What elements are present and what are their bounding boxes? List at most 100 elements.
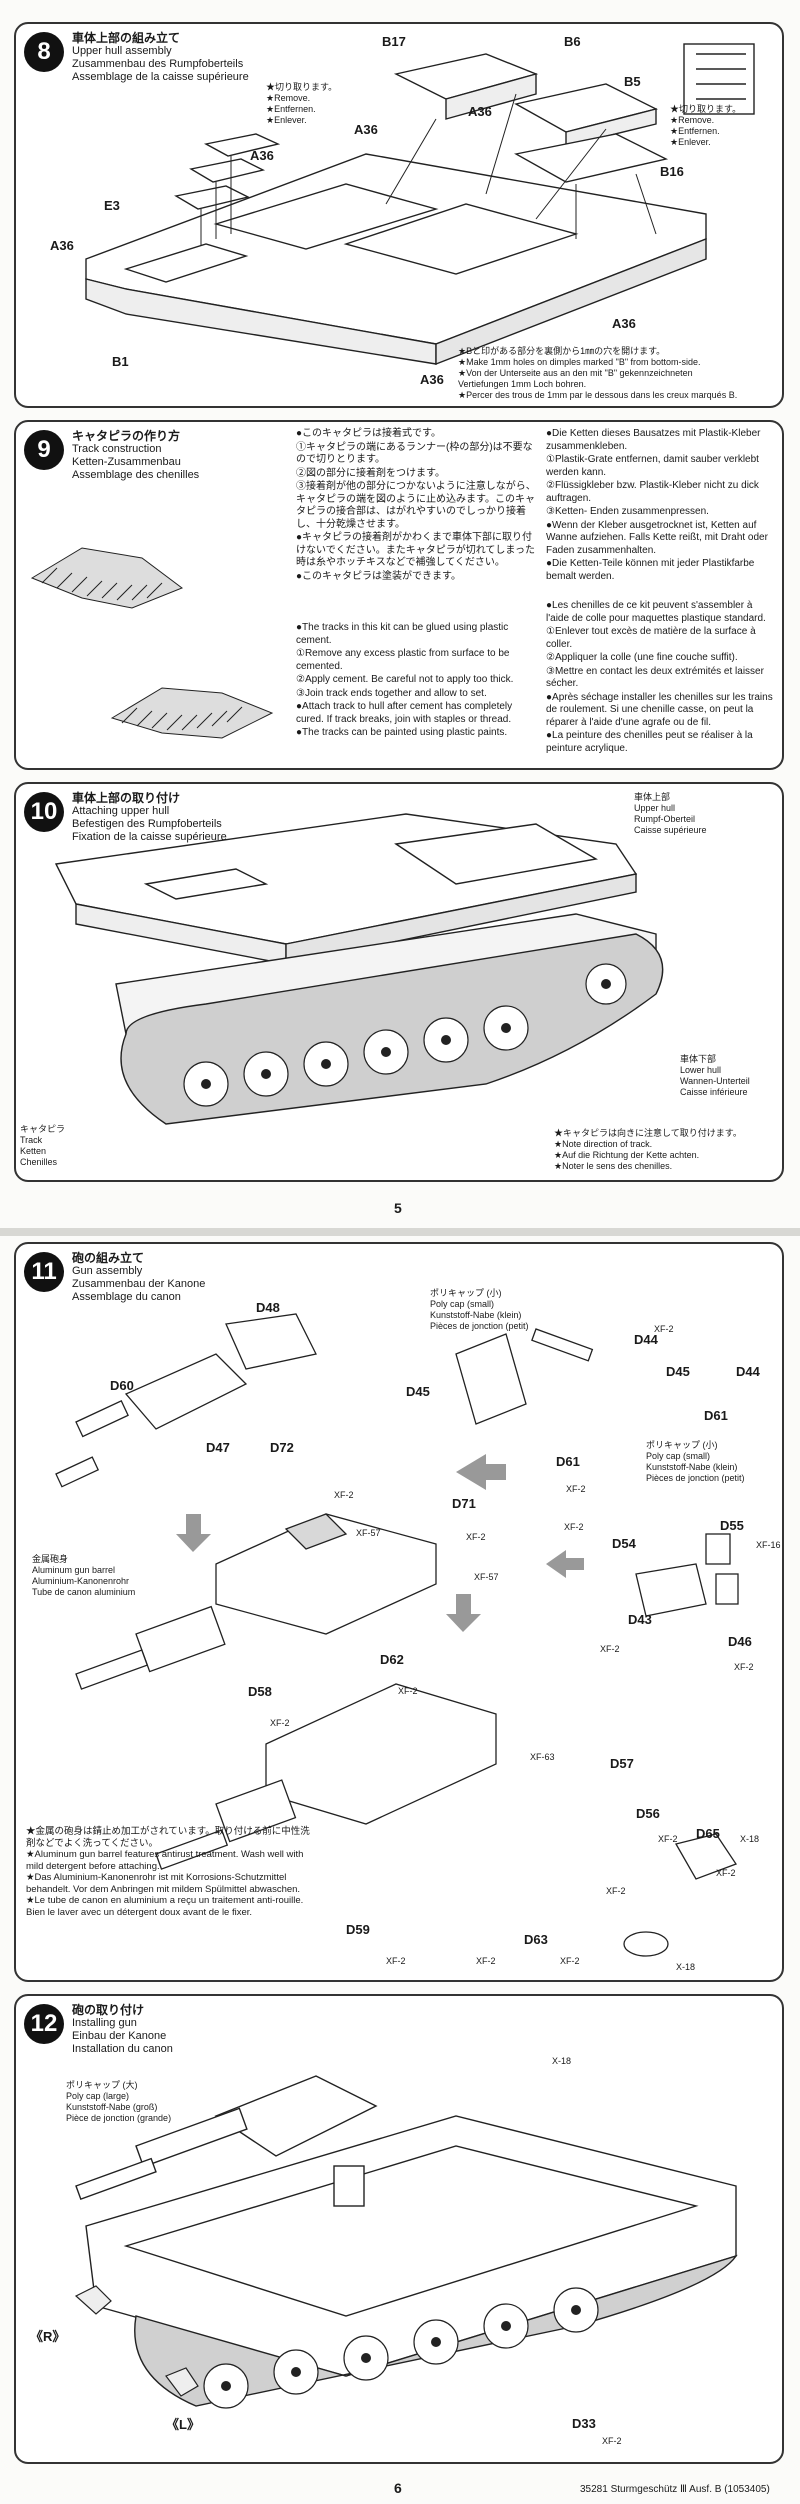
kit-footer: 35281 Sturmgeschütz Ⅲ Ausf. B (1053405) [580, 2484, 770, 2495]
step-12-titles: 砲の取り付け Installing gun Einbau der Kanone … [72, 2004, 173, 2056]
step-12-title-en: Installing gun [72, 2017, 137, 2029]
part-label-d48: D48 [256, 1300, 280, 1315]
part-label-e3: E3 [104, 198, 120, 213]
part-label-d59: D59 [346, 1922, 370, 1937]
paint-xf2-8: XF-2 [398, 1686, 418, 1696]
gun-assembly-drawing [55, 1313, 739, 1957]
step-8-panel: 8 車体上部の組み立て Upper hull assembly Zusammen… [14, 22, 784, 408]
part-label-d61: D61 [556, 1454, 580, 1469]
gun-installation-drawing [74, 2075, 738, 2409]
page-6: 11 砲の組み立て Gun assembly Zusammenbau der K… [0, 1236, 800, 2504]
part-label-a36-6: A36 [420, 372, 444, 387]
page-5: 8 車体上部の組み立て Upper hull assembly Zusammen… [0, 0, 800, 1228]
step-8-titles: 車体上部の組み立て Upper hull assembly Zusammenba… [72, 32, 249, 84]
step-9-text-english: ●The tracks in this kit can be glued usi… [296, 622, 514, 738]
step-9-title-de: Ketten-Zusammenbau [72, 456, 181, 468]
lower-hull-label: 車体下部 Lower hull Wannen-Unterteil Caisse … [680, 1054, 750, 1097]
paint-xf57-2: XF-57 [474, 1572, 499, 1582]
step-8-title-en: Upper hull assembly [72, 45, 172, 57]
part-label-d47: D47 [206, 1440, 230, 1455]
part-label-d54: D54 [612, 1536, 636, 1551]
paint-xf2-5: XF-2 [564, 1522, 584, 1532]
step-10-title-fr: Fixation de la caisse supérieure [72, 831, 227, 843]
step-9-title-jp: キャタピラの作り方 [72, 429, 181, 443]
paint-x18-step12: X-18 [552, 2056, 572, 2066]
step-12-title-fr: Installation du canon [72, 2043, 173, 2055]
part-label-d44: D44 [634, 1332, 658, 1347]
paint-xf2-7: XF-2 [734, 1662, 754, 1672]
paint-xf2-6: XF-2 [600, 1644, 620, 1654]
part-label-d55: D55 [720, 1518, 744, 1533]
step-8-title-jp: 車体上部の組み立て [72, 31, 181, 45]
step-10-badge: 10 [24, 792, 64, 832]
step-10-title-en: Attaching upper hull [72, 805, 170, 817]
upper-hull-exploded-drawing [85, 43, 755, 366]
step-11-title-fr: Assemblage du canon [72, 1291, 181, 1303]
step-11-title-de: Zusammenbau der Kanone [72, 1278, 206, 1290]
part-label-b17: B17 [382, 34, 406, 49]
part-label-d62: D62 [380, 1652, 404, 1667]
step-9-text-japanese: ●このキャタピラは接着式です。 ①キャタピラの端にあるランナー(枠の部分)は不要… [296, 428, 536, 582]
hull-attachment-drawing [54, 813, 664, 1125]
side-label-left: 《L》 [166, 2417, 200, 2432]
part-label-d71: D71 [452, 1496, 476, 1511]
step-11-title-en: Gun assembly [72, 1265, 143, 1277]
paint-xf2-1: XF-2 [654, 1324, 674, 1334]
aluminum-barrel-label: 金属砲身 Aluminum gun barrel Aluminium-Kanon… [32, 1554, 136, 1597]
part-label-a36-1: A36 [468, 104, 492, 119]
track-construction-drawing [30, 547, 274, 739]
step-9-text-french: ●Les chenilles de ce kit peuvent s'assem… [546, 600, 773, 754]
step-8-remove-note-right: ★切り取ります。 ★Remove. ★Entfernen. ★Enlever. [670, 104, 742, 147]
paint-xf2-11: XF-2 [716, 1868, 736, 1878]
part-label-a36-5: A36 [612, 316, 636, 331]
part-label-d43: D43 [628, 1612, 652, 1627]
paint-xf57-1: XF-57 [356, 1528, 381, 1538]
track-direction-note: ★キャタピラは向きに注意して取り付けます。 ★Note direction of… [554, 1128, 742, 1171]
part-label-a36-2: A36 [354, 122, 378, 137]
part-label-d57: D57 [610, 1756, 634, 1771]
track-label: キャタピラ Track Ketten Chenilles [20, 1124, 66, 1167]
part-label-d56: D56 [636, 1806, 660, 1821]
step-11-titles: 砲の組み立て Gun assembly Zusammenbau der Kano… [72, 1252, 205, 1304]
step-8-holes-note: ★Bと印がある部分を裏側から1㎜の穴を開けます。 ★Make 1mm holes… [458, 346, 738, 400]
step-11-badge: 11 [24, 1252, 64, 1292]
step-9-titles: キャタピラの作り方 Track construction Ketten-Zusa… [72, 430, 199, 482]
polycap-large-label: ポリキャップ (大) Poly cap (large) Kunststoff-N… [66, 2080, 172, 2123]
step-10-panel: 10 車体上部の取り付け Attaching upper hull Befest… [14, 782, 784, 1182]
part-label-d45: D45 [406, 1384, 430, 1399]
paint-xf2-9: XF-2 [270, 1718, 290, 1728]
step-11-panel: 11 砲の組み立て Gun assembly Zusammenbau der K… [14, 1242, 784, 1982]
polycap-small-label: ポリキャップ (小) Poly cap (small) Kunststoff-N… [430, 1288, 529, 1331]
barrel-antirust-note: ★金属の砲身は錆止め加工がされています。取り付ける前に中性洗剤などでよく洗ってく… [26, 1826, 310, 1918]
part-label-b1: B1 [112, 354, 129, 369]
part-label-b16: B16 [660, 164, 684, 179]
step-8-remove-note: ★切り取ります。 ★Remove. ★Entfernen. ★Enlever. [266, 82, 338, 125]
step-9-badge: 9 [24, 430, 64, 470]
step-9-title-fr: Assemblage des chenilles [72, 469, 200, 481]
page-number-5: 5 [394, 1200, 402, 1216]
paint-xf2-15: XF-2 [386, 1956, 406, 1966]
step-12-badge: 12 [24, 2004, 64, 2044]
paint-xf2-13: XF-2 [560, 1956, 580, 1966]
step-9-title-en: Track construction [72, 443, 162, 455]
paint-xf2-3: XF-2 [334, 1490, 354, 1500]
part-label-d72: D72 [270, 1440, 294, 1455]
paint-xf2-14: XF-2 [606, 1886, 626, 1896]
step-9-text-german: ●Die Ketten dieses Bausatzes mit Plastik… [546, 428, 768, 582]
paint-x18-2: X-18 [676, 1962, 696, 1972]
step-8-badge: 8 [24, 32, 64, 72]
side-label-right: 《R》 [30, 2329, 66, 2344]
part-label-b6: B6 [564, 34, 581, 49]
part-label-d60: D60 [110, 1378, 134, 1393]
paint-xf2-4: XF-2 [466, 1532, 486, 1542]
page-number-6: 6 [394, 2480, 402, 2496]
step-9-panel: 9 キャタピラの作り方 Track construction Ketten-Zu… [14, 420, 784, 770]
paint-xf2-10: XF-2 [658, 1834, 678, 1844]
part-label-b5: B5 [624, 74, 641, 89]
page-separator [0, 1228, 800, 1236]
paint-xf63: XF-63 [530, 1752, 555, 1762]
part-label-d61-detail: D61 [704, 1408, 728, 1423]
paint-xf2-2: XF-2 [566, 1484, 586, 1494]
part-label-a36-3: A36 [250, 148, 274, 163]
step-12-title-jp: 砲の取り付け [72, 2003, 145, 2017]
